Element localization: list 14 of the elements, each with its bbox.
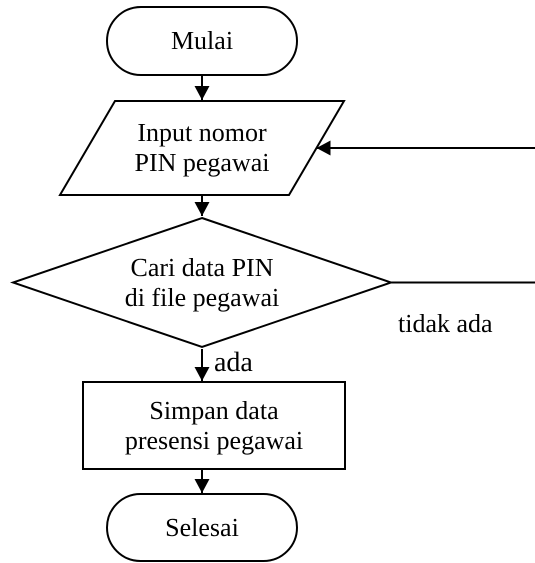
input-parallelogram xyxy=(58,100,346,196)
node-label: Mulai xyxy=(170,26,234,56)
node-label: Simpan data presensi pegawai xyxy=(124,396,304,456)
arrow xyxy=(194,349,210,381)
process-box xyxy=(82,381,346,470)
arrow xyxy=(194,470,210,493)
arrow xyxy=(194,76,210,100)
node-label: Selesai xyxy=(165,512,239,542)
arrow xyxy=(194,196,210,216)
node-label: Cari data PIN di file pegawai xyxy=(124,252,280,312)
node-label: Input nomor PIN pegawai xyxy=(133,118,270,178)
connector-line xyxy=(391,282,535,284)
arrow xyxy=(316,140,535,156)
decision-diamond xyxy=(10,216,394,349)
